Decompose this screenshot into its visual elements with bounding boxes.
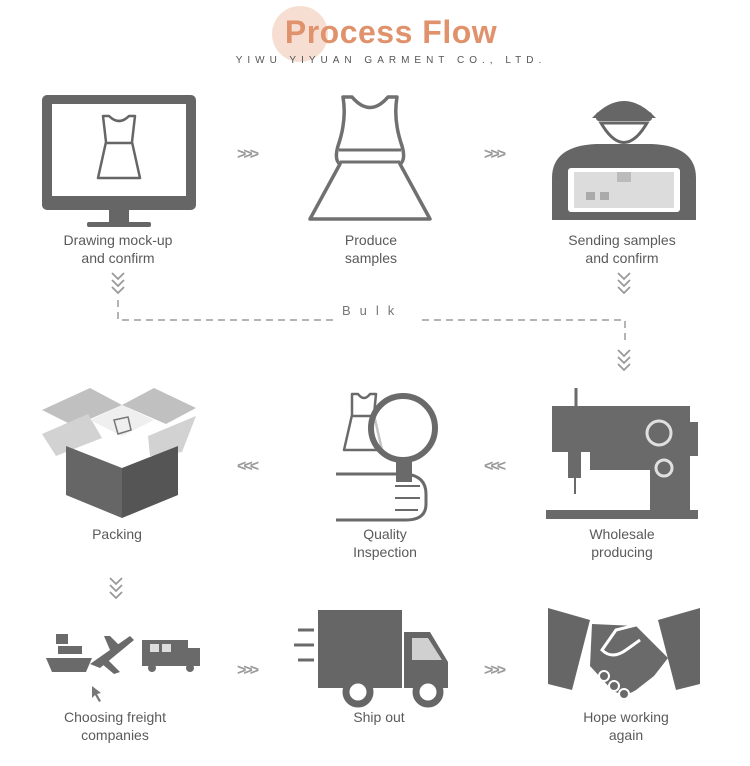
step-label-handshake: Hope working again <box>583 709 669 743</box>
freight-transport-icon <box>46 634 200 702</box>
company-name: YIWU YIYUAN GARMENT CO., LTD. <box>235 55 547 66</box>
step-label-ship: Ship out <box>353 709 405 725</box>
arrow-right-2: >>> <box>484 146 506 163</box>
arrow-right-4: >>> <box>484 662 506 679</box>
dress-icon <box>308 95 432 221</box>
monitor-dress-icon <box>42 95 196 227</box>
sewing-machine-icon <box>546 388 698 519</box>
chevrons-down-sending <box>617 272 631 295</box>
chevrons-down-packing <box>109 577 123 600</box>
magnifier-inspection-icon <box>336 392 438 522</box>
step-label-freight: Choosing freight companies <box>64 709 166 743</box>
open-box-icon <box>42 388 196 518</box>
delivery-person-icon <box>552 101 696 220</box>
arrow-left-2: <<< <box>484 458 506 475</box>
step-label-packing: Packing <box>92 526 142 542</box>
arrow-right-3: >>> <box>237 662 259 679</box>
arrow-left-1: <<< <box>237 458 259 475</box>
bulk-label: Bulk <box>342 303 404 318</box>
step-label-wholesale: Wholesale producing <box>589 526 655 560</box>
arrow-right-1: >>> <box>237 146 259 163</box>
bulk-label-gap <box>334 312 422 328</box>
page-title: Process Flow <box>284 14 498 50</box>
step-label-quality: Quality Inspection <box>353 526 417 560</box>
step-label-sending: Sending samples and confirm <box>568 232 676 266</box>
delivery-truck-icon <box>294 610 448 708</box>
chevrons-down-drawing <box>111 272 125 295</box>
handshake-icon <box>548 608 700 700</box>
step-label-produce: Produce samples <box>344 232 398 266</box>
title-decoration-circle <box>272 6 328 62</box>
chevrons-down-bulk <box>617 349 631 372</box>
step-label-drawing: Drawing mock-up and confirm <box>63 232 173 266</box>
header: Process Flow YIWU YIYUAN GARMENT CO., LT… <box>0 0 750 80</box>
